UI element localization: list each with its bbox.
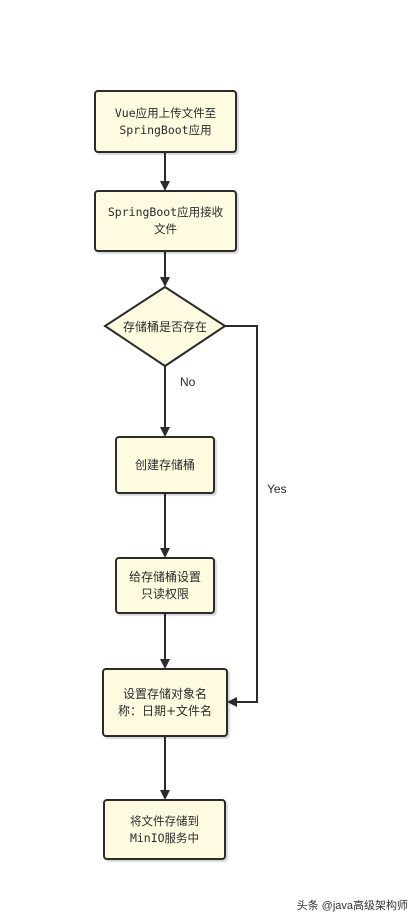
node-bucket-exists: 存储桶是否存在 [122,319,207,334]
edge-decision-yes [225,325,258,707]
node-set-readonly: 给存储桶设置 只读权限 [115,557,215,614]
watermark: 头条 @java高级架构师 [296,900,408,912]
node-set-object-name: 设置存储对象名 称：日期+文件名 [102,668,228,737]
node-receive: SpringBoot应用接收 文件 [94,190,237,252]
node-store-file: 将文件存储到 MinIO服务中 [103,799,226,860]
edge-label-no: No [180,375,196,389]
node-upload: Vue应用上传文件至 SpringBoot应用 [94,90,237,153]
edge-label-yes: Yes [267,482,287,496]
node-create-bucket: 创建存储桶 [115,436,215,494]
